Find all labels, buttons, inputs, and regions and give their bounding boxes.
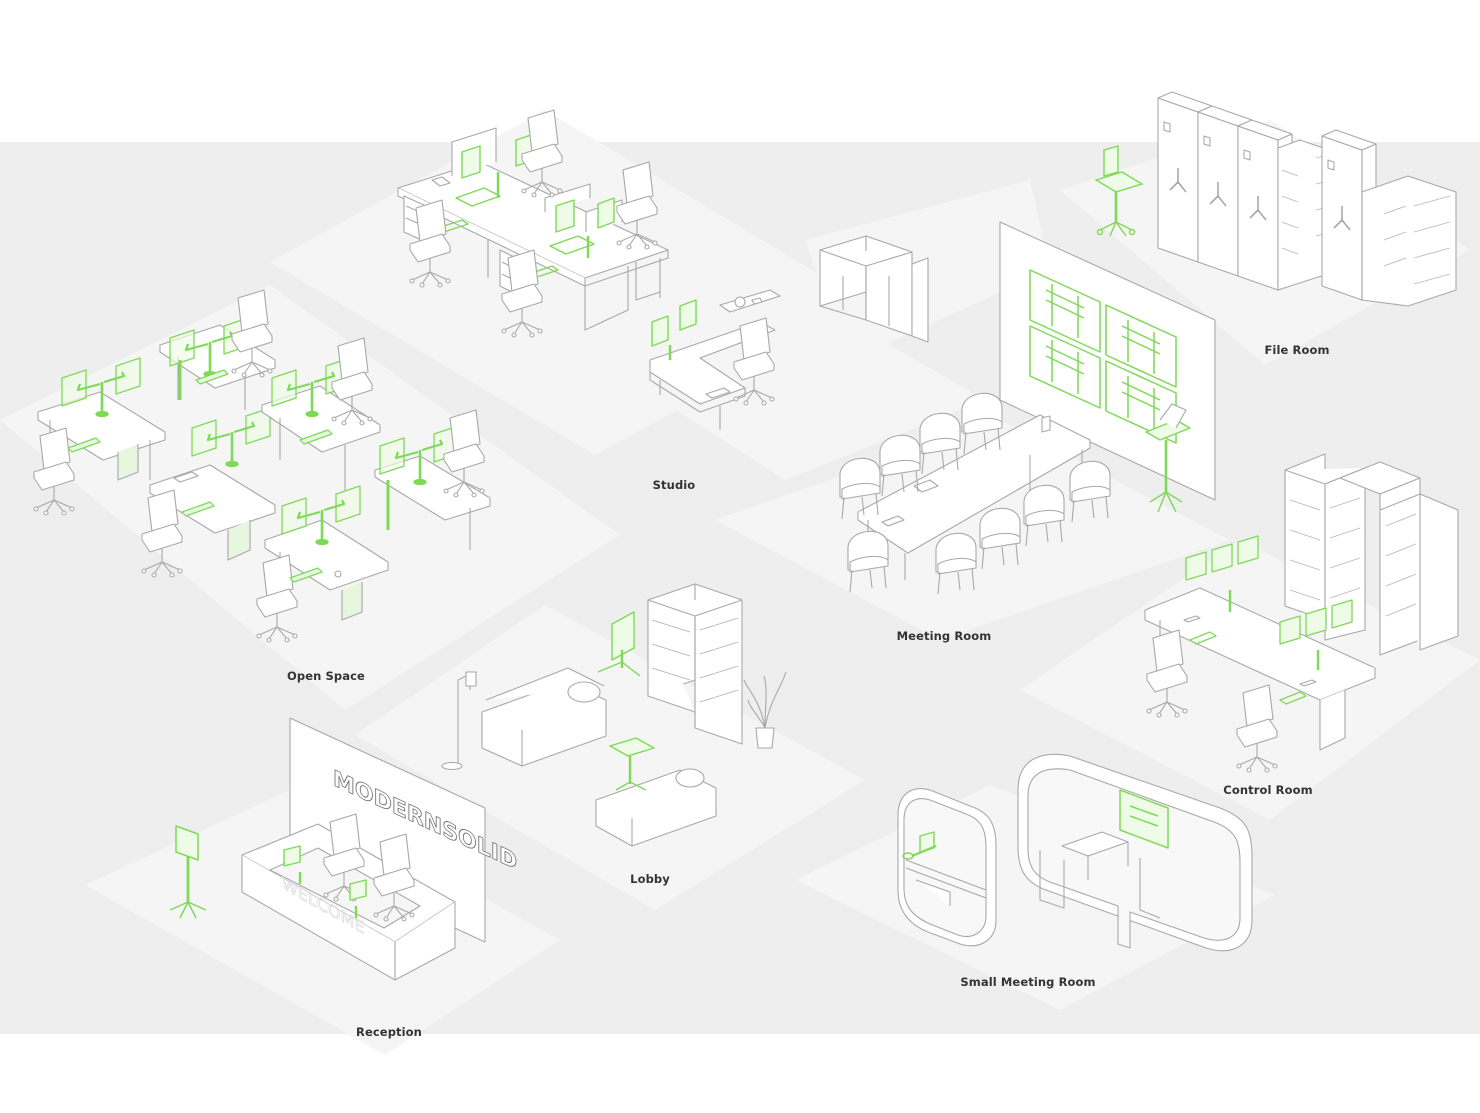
pod-tv-mount — [1119, 789, 1169, 849]
lobby-sofa-2 — [595, 768, 717, 847]
zone-label-open-space: Open Space — [287, 669, 365, 683]
lobby-floor-lamp — [441, 671, 477, 771]
file-room-cart — [1094, 145, 1144, 237]
open-space-desk-5 — [264, 519, 389, 621]
zone-label-file-room: File Room — [1264, 343, 1330, 357]
zone-label-small-meeting-room: Small Meeting Room — [960, 975, 1096, 989]
zone-label-reception: Reception — [356, 1025, 422, 1039]
reception-kiosk — [169, 825, 207, 919]
open-space-desk-4 — [261, 385, 381, 490]
file-room-area — [1094, 91, 1457, 307]
small-meeting-area — [897, 753, 1253, 952]
open-space-area — [33, 289, 491, 643]
phone-booth — [897, 788, 997, 947]
lobby-plant — [743, 671, 787, 749]
lobby-bookshelf — [647, 583, 743, 745]
control-room-shelves — [1284, 453, 1459, 656]
open-space-desk-6 — [374, 455, 491, 550]
zone-label-meeting-room: Meeting Room — [896, 629, 992, 643]
zone-label-lobby: Lobby — [630, 872, 670, 886]
lobby-laptop-stands — [597, 611, 655, 791]
open-space-desk-3 — [149, 464, 276, 561]
lobby-area — [441, 583, 787, 847]
meeting-table — [857, 414, 1091, 580]
studio-area — [397, 109, 781, 430]
low-cabinet — [819, 235, 929, 343]
meeting-pod — [1017, 753, 1253, 952]
zone-label-control-room: Control Room — [1223, 783, 1313, 797]
tv-wall-mounts — [1029, 269, 1177, 444]
reception-wall — [289, 717, 486, 943]
zone-label-studio: Studio — [652, 478, 696, 492]
meeting-room-area — [839, 221, 1216, 595]
control-room-area — [1144, 453, 1459, 773]
meeting-room-cart — [1145, 419, 1191, 513]
lobby-sofa-1 — [481, 667, 607, 767]
